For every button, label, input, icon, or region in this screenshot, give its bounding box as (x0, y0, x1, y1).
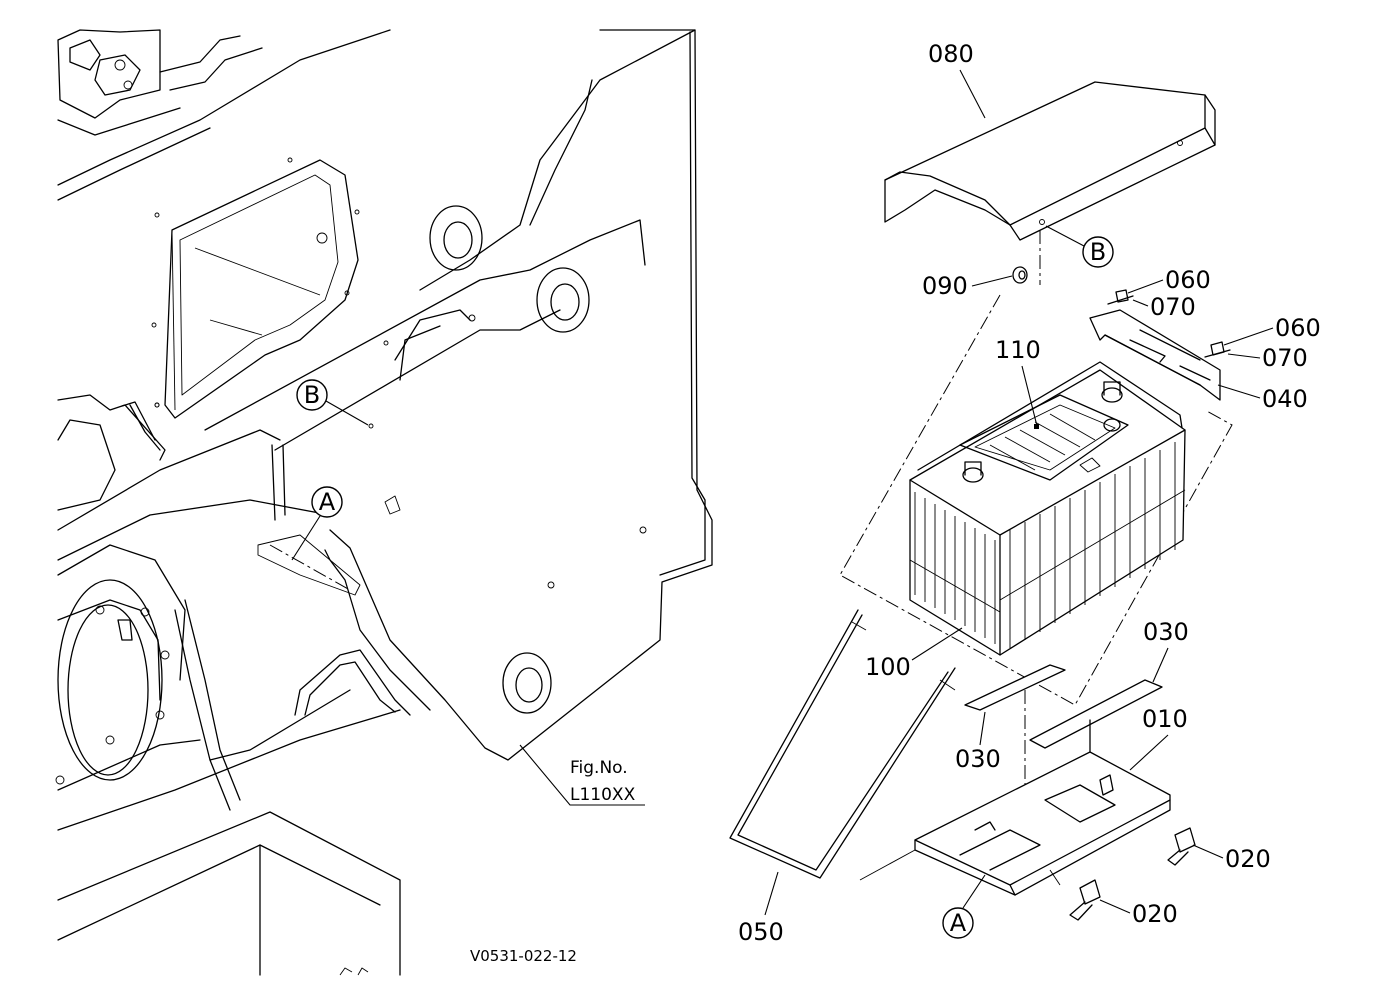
bolt-020-upper (1167, 827, 1196, 866)
hold-down-bracket-040 (1089, 309, 1221, 401)
svg-text:070: 070 (1262, 344, 1308, 372)
svg-text:050: 050 (738, 918, 784, 946)
label-020-upper: 020 (1192, 844, 1271, 873)
svg-text:080: 080 (928, 40, 974, 68)
label-070-upper: 070 (1132, 293, 1196, 321)
label-060-upper: 060 (1127, 266, 1211, 294)
svg-text:110: 110 (995, 336, 1041, 364)
svg-text:020: 020 (1225, 845, 1271, 873)
label-100: 100 (865, 627, 963, 681)
label-040: 040 (1217, 384, 1308, 413)
label-020-lower: 020 (1099, 899, 1178, 928)
bolt-020-lower (1069, 879, 1101, 921)
drawing-code: V0531-022-12 (470, 947, 577, 965)
svg-text:090: 090 (922, 272, 968, 300)
marker-b-left: B (296, 379, 369, 426)
svg-text:100: 100 (865, 653, 911, 681)
rubber-pads-030 (964, 664, 1163, 749)
battery-100 (909, 361, 1186, 656)
svg-text:B: B (1090, 238, 1106, 266)
battery-tray-010 (859, 719, 1171, 896)
bolt-090 (1012, 266, 1028, 284)
battery-cover-080 (884, 81, 1216, 241)
label-030-upper: 030 (1143, 618, 1189, 683)
svg-text:010: 010 (1142, 705, 1188, 733)
label-010: 010 (1129, 705, 1188, 771)
tractor-frame-drawing (55, 29, 713, 976)
svg-text:L110XX: L110XX (570, 785, 636, 805)
marker-a-right: A (942, 874, 986, 939)
svg-text:030: 030 (955, 745, 1001, 773)
svg-text:060: 060 (1165, 266, 1211, 294)
svg-text:070: 070 (1150, 293, 1196, 321)
svg-text:020: 020 (1132, 900, 1178, 928)
label-060-lower: 060 (1223, 314, 1321, 346)
label-050: 050 (738, 871, 784, 946)
svg-text:040: 040 (1262, 385, 1308, 413)
label-030-lower: 030 (955, 711, 1001, 773)
figure-caption: Fig.No. L110XX (570, 758, 636, 805)
label-080: 080 (928, 40, 986, 119)
svg-text:030: 030 (1143, 618, 1189, 646)
label-110: 110 (995, 336, 1041, 429)
nut-washer-lower (1204, 341, 1231, 358)
svg-text:A: A (319, 488, 336, 516)
label-070-lower: 070 (1227, 344, 1308, 372)
marker-a-left: A (291, 486, 343, 561)
marker-b-right: B (1045, 225, 1114, 268)
svg-text:060: 060 (1275, 314, 1321, 342)
svg-text:B: B (304, 381, 320, 409)
label-090: 090 (922, 272, 1013, 300)
svg-text:Fig.No.: Fig.No. (570, 758, 628, 778)
nut-washer-upper (1107, 289, 1134, 305)
svg-text:A: A (950, 909, 967, 937)
hold-rod-050 (729, 609, 956, 879)
